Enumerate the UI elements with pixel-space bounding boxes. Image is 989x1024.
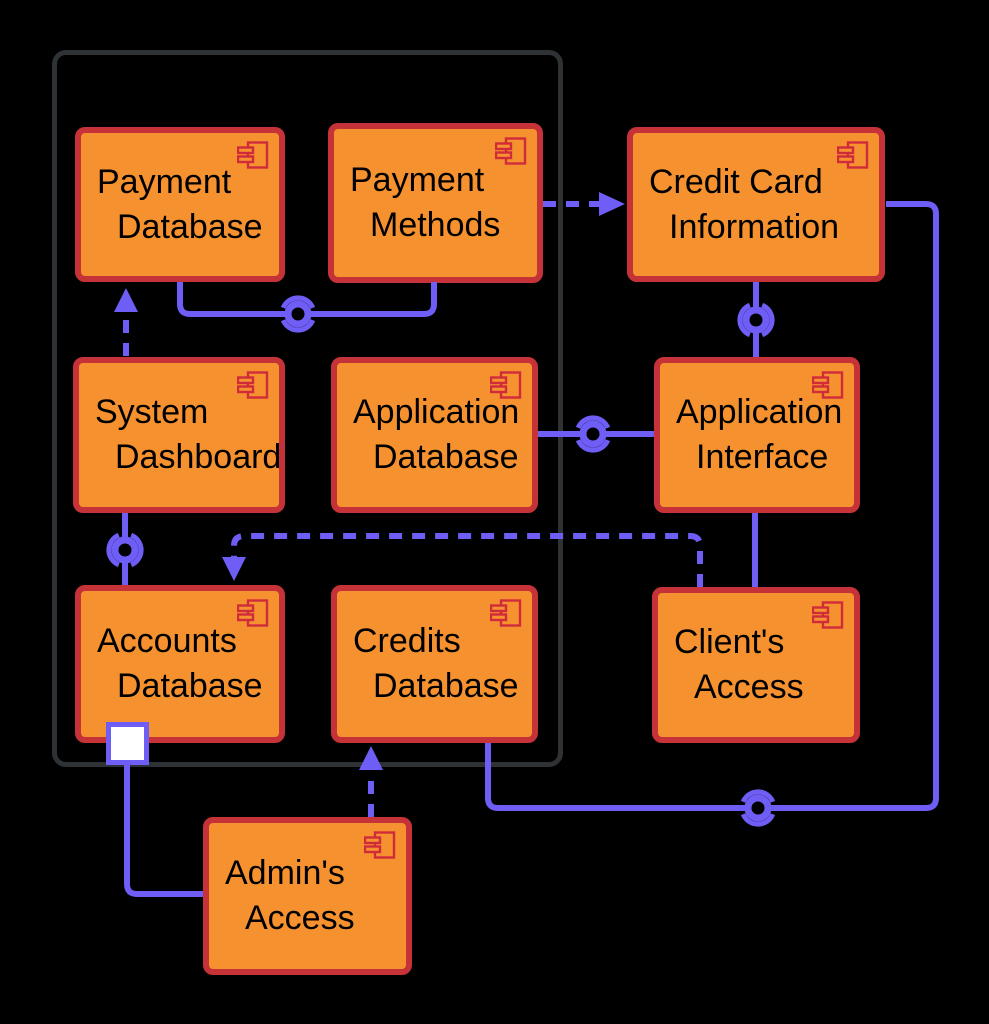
uml-component-icon [812, 601, 844, 629]
component-label-line2: Database [373, 438, 519, 476]
edge-line [485, 201, 939, 811]
uml-component-icon [837, 141, 869, 169]
uml-component-icon [237, 141, 269, 169]
component-payment-database[interactable]: Payment Database [75, 127, 285, 282]
component-admins-access[interactable]: Admin's Access [203, 817, 412, 975]
ball-socket-connector-icon [109, 535, 141, 565]
component-label-line1: Application [676, 393, 843, 431]
component-label-line2: Database [117, 207, 263, 246]
ball-socket-connector-icon [740, 305, 772, 335]
component-label-line2: Information [669, 207, 840, 246]
component-label-line1: Accounts [97, 622, 237, 660]
edge-payment-methods-to-credit-card-information[interactable] [543, 192, 625, 216]
component-label-line1: Credit Card [649, 162, 823, 201]
arrowhead-icon [599, 192, 625, 216]
ball-socket-connector-icon [743, 792, 773, 824]
component-label-line1: Admin's [225, 854, 345, 892]
component-label-line2: Database [117, 667, 263, 705]
system-boundary-container[interactable] [52, 50, 563, 767]
component-label-line1: Payment [97, 162, 232, 201]
component-credit-card-information[interactable]: Credit Card Information [627, 127, 885, 282]
edge-line [231, 533, 703, 587]
component-label-line1: Payment [350, 161, 485, 199]
component-label-line1: Credits [353, 622, 461, 660]
component-application-interface[interactable]: Application Interface [654, 357, 860, 513]
component-label-line2: Dashboard [115, 438, 282, 476]
edge-line [124, 762, 203, 897]
component-system-dashboard[interactable]: System Dashboard [73, 357, 285, 513]
component-payment-methods[interactable]: Payment Methods [328, 123, 543, 283]
component-label-line2: Access [694, 668, 804, 706]
edge-credits-database-credit-card-information[interactable] [485, 201, 939, 824]
edge-admins-access-to-credits-database[interactable] [359, 746, 383, 817]
component-label-line2: Database [373, 667, 519, 705]
uml-component-icon [490, 599, 522, 627]
component-credits-database[interactable]: Credits Database [331, 585, 538, 743]
uml-component-icon [812, 371, 844, 399]
component-clients-access[interactable]: Client's Access [652, 587, 860, 743]
edge-admins-access-accounts-database[interactable] [106, 722, 204, 897]
component-label-line2: Methods [370, 206, 501, 244]
uml-component-icon [495, 137, 527, 165]
uml-component-icon [237, 599, 269, 627]
uml-component-icon [490, 371, 522, 399]
ball-socket-connector-icon [283, 298, 313, 330]
edge-system-dashboard-accounts-database[interactable] [109, 513, 141, 585]
edge-clients-access-to-accounts-database[interactable] [222, 533, 703, 587]
component-accounts-database[interactable]: Accounts Database [75, 585, 285, 743]
arrowhead-icon [359, 746, 383, 770]
arrowhead-icon [222, 557, 246, 581]
edge-credit-card-information-application-interface[interactable] [740, 282, 772, 357]
uml-component-icon [364, 831, 396, 859]
component-application-database[interactable]: Application Database [331, 357, 538, 513]
arrowhead-icon [114, 288, 138, 312]
component-label-line1: Client's [674, 623, 785, 661]
edge-system-dashboard-to-payment-database[interactable] [114, 288, 138, 356]
ball-socket-connector-icon [578, 418, 608, 450]
accounts-database-port[interactable] [106, 722, 149, 765]
uml-component-icon [237, 371, 269, 399]
edge-payment-database-payment-methods[interactable] [177, 282, 437, 330]
component-label-line1: System [95, 393, 209, 431]
component-label-line2: Access [245, 899, 355, 937]
component-label-line2: Interface [696, 438, 829, 476]
component-label-line1: Application [353, 393, 520, 431]
edge-application-database-application-interface[interactable] [538, 418, 654, 450]
